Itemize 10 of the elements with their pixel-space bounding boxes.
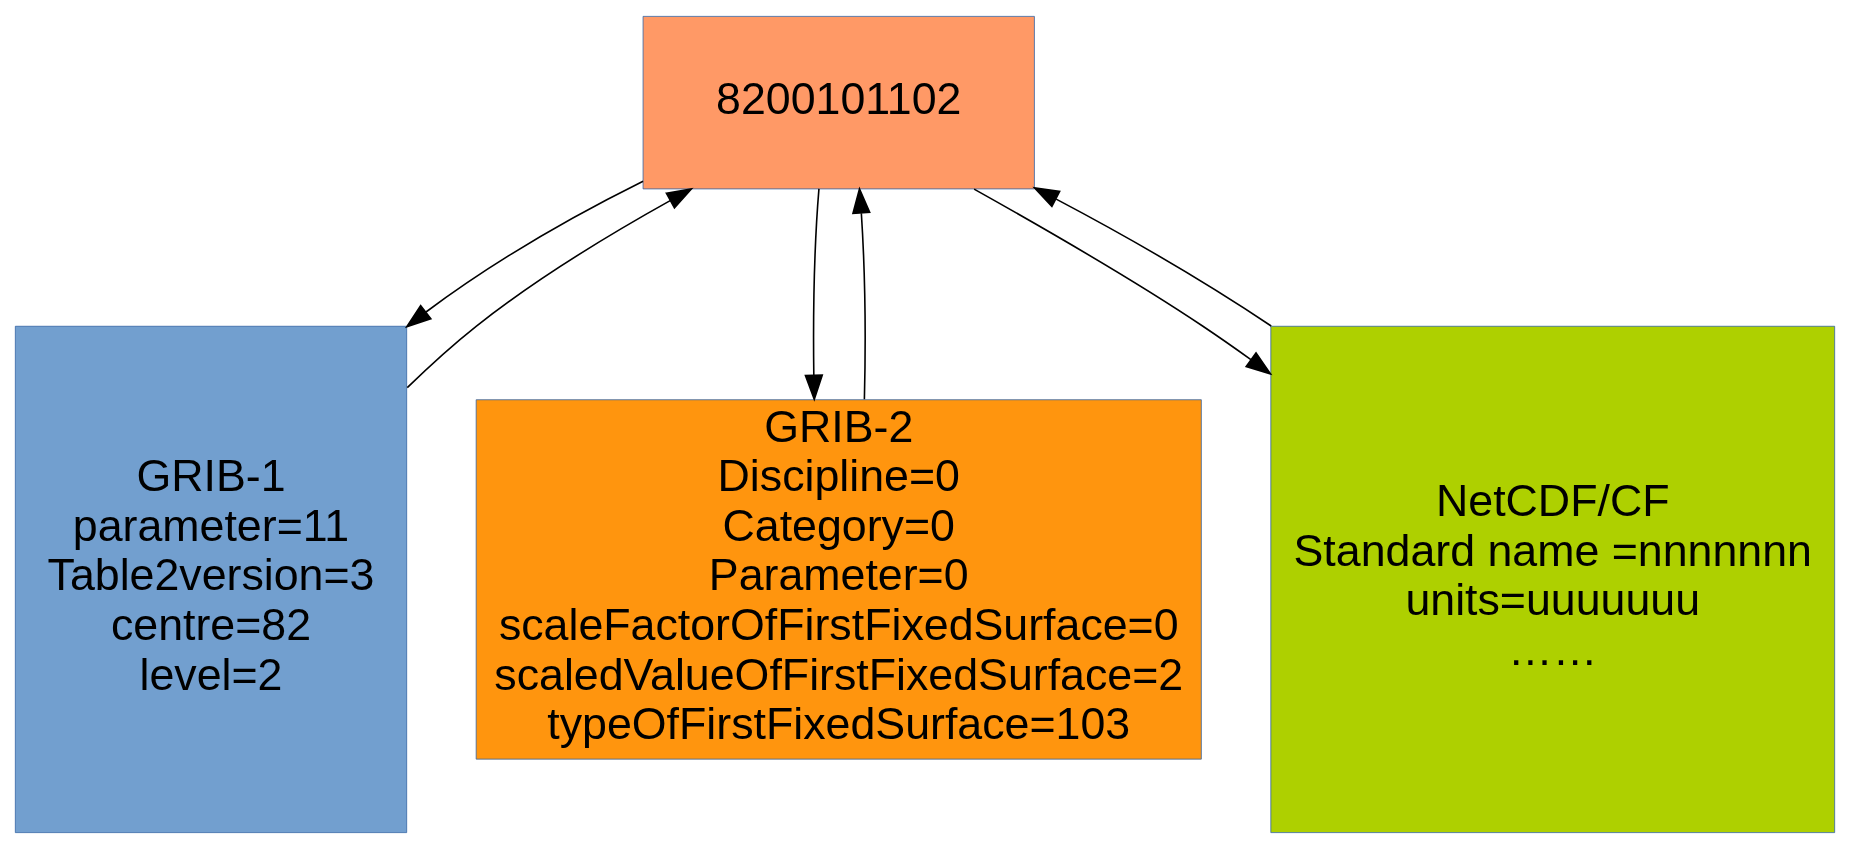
arrow	[973, 188, 1273, 376]
arrow	[404, 180, 644, 329]
node-box: GRIB-2 Discipline=0 Category=0 Parameter=0 scaleFactorOfFirstFixedSurface=0 scaledValueOfFirstFixedSurface=2 typeOfFirstFixedSurface=103	[475, 399, 1202, 760]
node-box: GRIB-1 parameter=11 Table2version=3 centre=82 level=2	[14, 325, 408, 833]
arrow	[1032, 186, 1272, 327]
node-box: 8200101102	[642, 16, 1035, 190]
node-box: NetCDF/CF Standard name =nnnnnnn units=uuuuuuu ……	[1270, 325, 1836, 833]
arrow	[804, 188, 824, 402]
arrow	[406, 187, 694, 389]
arrow	[851, 186, 871, 401]
